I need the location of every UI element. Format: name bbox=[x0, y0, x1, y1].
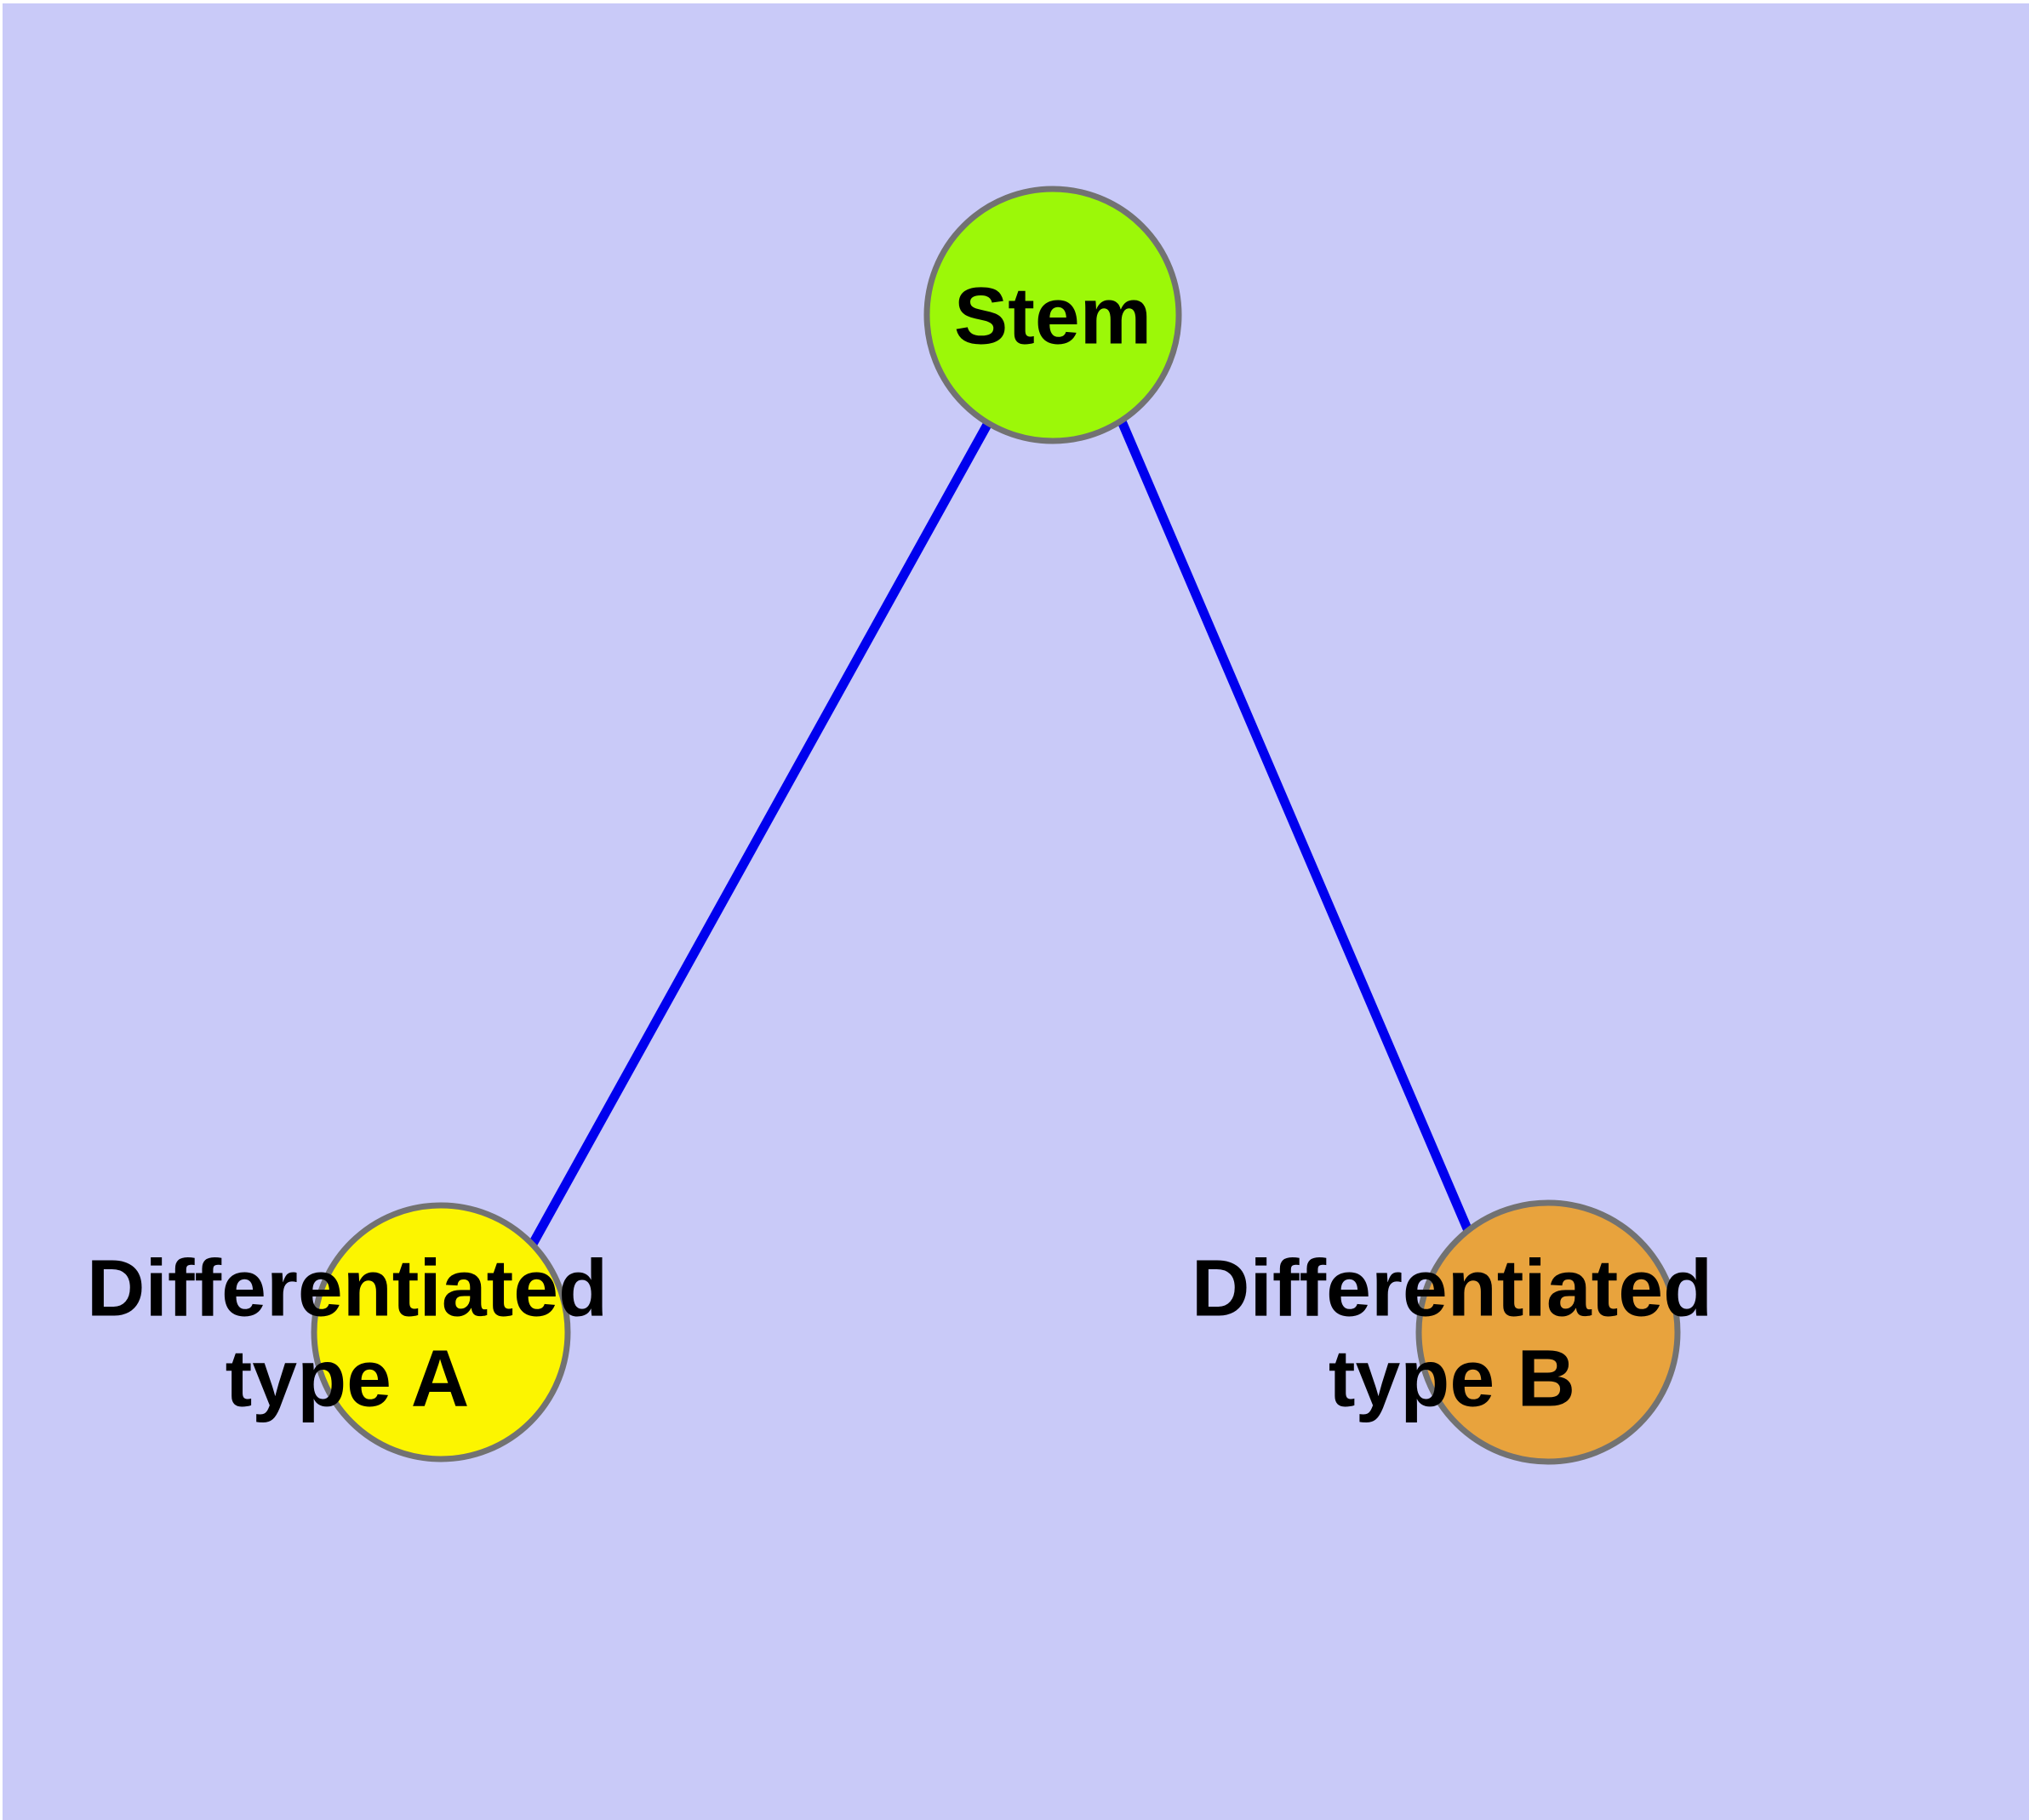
node-stem-label: Stem bbox=[954, 271, 1152, 361]
node-stem[interactable]: Stem bbox=[923, 186, 1182, 444]
edges-layer bbox=[523, 419, 1474, 1256]
edge-stem-to-differentiated-type-b bbox=[1117, 419, 1474, 1235]
edge-stem-to-differentiated-type-a bbox=[523, 421, 992, 1256]
node-stem-circle[interactable] bbox=[923, 186, 1182, 444]
node-differentiated-type-b-circle[interactable] bbox=[1415, 1199, 1681, 1465]
node-differentiated-type-a-circle[interactable] bbox=[311, 1202, 571, 1462]
